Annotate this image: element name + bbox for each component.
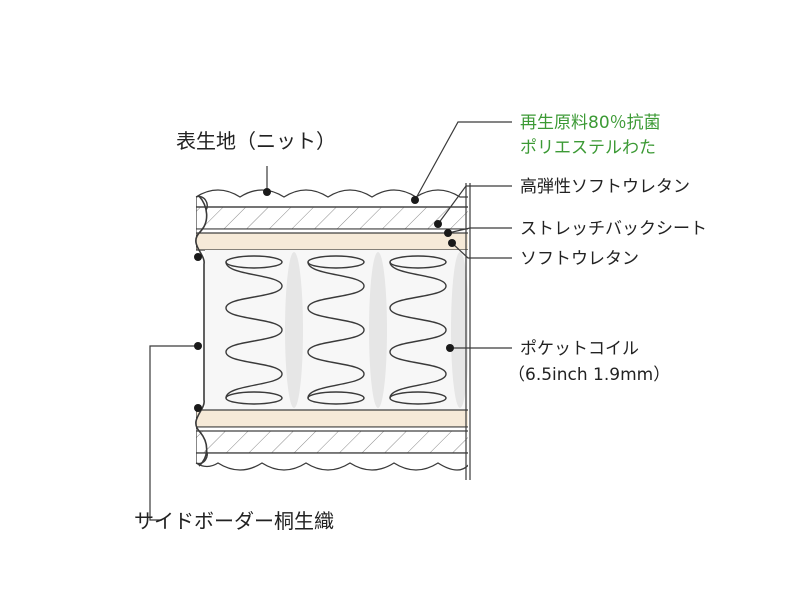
- label-high-resilience-urethane: 高弾性ソフトウレタン: [520, 177, 690, 197]
- bottom-knit-fabric: [196, 452, 468, 471]
- label-side-border: サイドボーダー桐生織: [134, 509, 334, 533]
- label-recycled-polyester-line1: 再生原料80％抗菌: [520, 113, 661, 133]
- bottom-fabric-curl: [195, 449, 208, 465]
- soft-urethane-layer: [196, 232, 468, 251]
- pocket-coil: [307, 255, 365, 405]
- label-pocket-coil-spec: （6.5inch 1.9mm）: [508, 365, 670, 385]
- stretch-sheet-layer: [196, 228, 468, 234]
- lower-urethane-layer: [196, 409, 468, 428]
- mattress-body: [196, 189, 468, 471]
- top-knit-fabric: [196, 189, 468, 208]
- side-border-fabric: [195, 195, 208, 467]
- coil-gap: [451, 252, 468, 408]
- top-fabric-curl: [195, 195, 208, 211]
- lower-padding-layer: [196, 430, 468, 454]
- label-recycled-polyester-line2: ポリエステルわた: [520, 138, 656, 158]
- label-pocket-coil: ポケットコイル: [520, 339, 639, 359]
- pocket-coil-zone: [205, 250, 468, 410]
- label-soft-urethane: ソフトウレタン: [520, 249, 639, 269]
- label-stretch-back-sheet: ストレッチバックシート: [520, 219, 707, 239]
- upper-padding-layer: [196, 206, 468, 230]
- leader-lines: [149, 121, 512, 521]
- pocket-coil: [225, 255, 283, 405]
- coil-gap: [285, 252, 303, 408]
- coil-gap: [369, 252, 387, 408]
- pocket-coil: [389, 255, 447, 405]
- lower-stretch-sheet: [196, 426, 468, 432]
- leader-dots: [194, 188, 456, 412]
- label-top-fabric: 表生地（ニット）: [176, 129, 336, 153]
